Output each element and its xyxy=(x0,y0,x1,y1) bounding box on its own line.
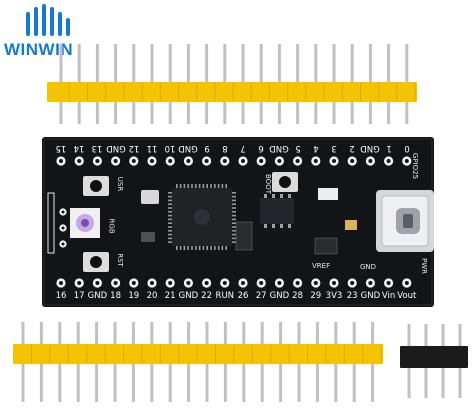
bottom-pin-label: 26 xyxy=(237,291,249,301)
bottom-pin-label: 27 xyxy=(255,291,267,301)
top-pin-label: 2 xyxy=(349,143,355,153)
bottom-pin-label: 17 xyxy=(73,291,85,301)
top-pin-label: 10 xyxy=(164,143,176,153)
bottom-pin-label: 16 xyxy=(55,291,67,301)
top-pin-label: GND xyxy=(360,143,381,153)
bottom-pin-label: GND xyxy=(87,291,108,301)
top-pin-label: 5 xyxy=(294,143,301,153)
flash-chip-icon xyxy=(260,194,294,228)
top-pin-label: 13 xyxy=(91,143,103,153)
bottom-pin-label: 3V3 xyxy=(325,291,343,301)
usb-c-icon xyxy=(376,190,434,252)
bottom-pin-label: 28 xyxy=(292,291,304,301)
brand-logo: WINWIN xyxy=(4,4,96,66)
top-pin-label: 6 xyxy=(258,143,264,153)
top-pin-label: 7 xyxy=(240,143,246,153)
bottom-pin-label: 20 xyxy=(146,291,158,301)
small-black-pin-header xyxy=(400,324,468,398)
regulator-icon xyxy=(314,237,338,255)
top-pin-label: GND xyxy=(269,143,290,153)
gpio25-label: GPIO25 xyxy=(411,152,420,180)
bottom-pin-label: GND xyxy=(269,291,290,301)
bottom-pin-label: GND xyxy=(178,291,199,301)
top-pin-label: GND xyxy=(178,143,199,153)
top-pin-label: 15 xyxy=(55,143,67,153)
bottom-pin-label: Vout xyxy=(397,291,417,301)
top-pin-label: 3 xyxy=(331,143,337,153)
pad-rows xyxy=(56,156,412,288)
logo-fan-icon xyxy=(26,4,70,36)
smd-component xyxy=(141,232,155,242)
gnd-label: GND xyxy=(360,263,377,271)
capacitor-icon xyxy=(345,220,357,230)
rgb-led-icon xyxy=(70,208,100,238)
bottom-pin-label: GND xyxy=(360,291,381,301)
crystal-icon xyxy=(141,190,159,204)
top-pin-header xyxy=(47,44,417,124)
bottom-pin-label: 19 xyxy=(128,291,140,301)
top-pin-label: 14 xyxy=(73,143,85,153)
top-pin-label: 0 xyxy=(404,143,410,153)
microcontroller-chip-icon xyxy=(168,184,236,250)
top-pin-label: GND xyxy=(105,143,126,153)
bottom-pin-label: 23 xyxy=(346,291,358,301)
pwr-label: PWR xyxy=(420,257,429,275)
rst-label: RST xyxy=(115,253,124,267)
bottom-pin-header xyxy=(13,322,383,402)
top-pin-label: 1 xyxy=(385,143,392,153)
top-pin-label: 11 xyxy=(146,143,158,153)
gpio25-led xyxy=(318,188,338,200)
rst-button xyxy=(83,252,109,272)
top-pin-label: 4 xyxy=(313,143,319,153)
passive-array xyxy=(235,221,253,251)
brand-name: WINWIN xyxy=(4,40,74,59)
boot-button xyxy=(272,172,298,192)
bottom-pin-label: 22 xyxy=(201,291,213,301)
top-pin-label: 8 xyxy=(222,143,228,153)
rgb-label: RGB xyxy=(107,218,116,234)
top-pin-label: 12 xyxy=(128,143,140,153)
boot-label: BOOT xyxy=(263,174,272,194)
bottom-pin-label: 29 xyxy=(310,291,322,301)
bottom-pin-label: Vin xyxy=(381,291,396,301)
pcb-board xyxy=(42,137,434,307)
bottom-pin-label: 18 xyxy=(110,291,122,301)
top-pin-label: 9 xyxy=(203,143,210,153)
usr-label: USR xyxy=(116,176,125,192)
usr-button xyxy=(83,176,109,196)
bottom-pin-label: RUN xyxy=(215,291,235,301)
vref-label: VREF xyxy=(312,262,331,270)
bottom-pin-label: 21 xyxy=(164,291,176,301)
